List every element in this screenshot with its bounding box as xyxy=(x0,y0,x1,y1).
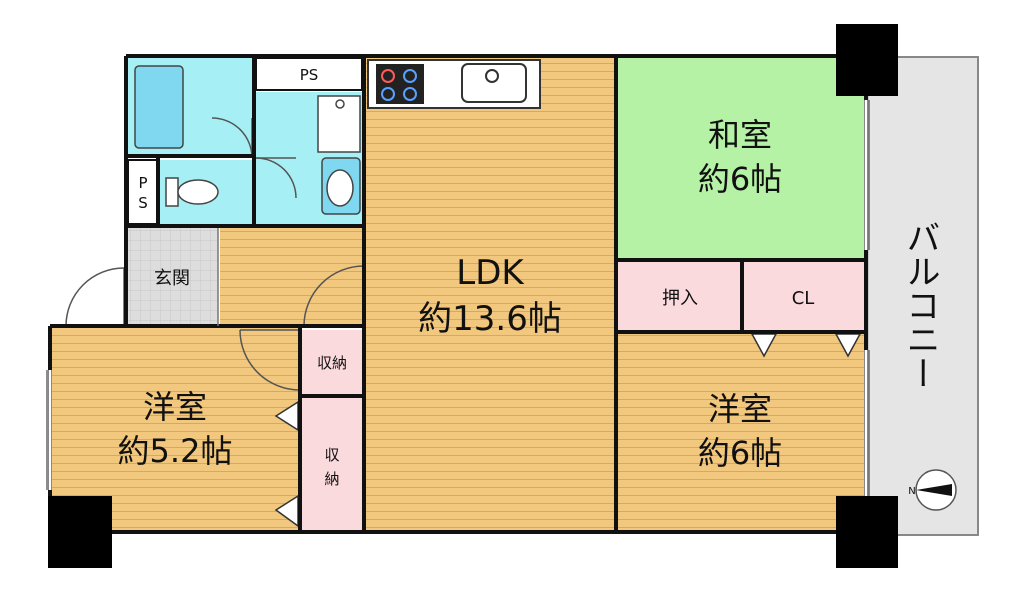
ps-top-box xyxy=(255,57,363,91)
closet-label: CL xyxy=(792,288,815,309)
oshiire-label: 押入 xyxy=(662,288,698,309)
genkan-label: 玄関 xyxy=(154,268,190,289)
washitsu-name-label: 和室 xyxy=(708,116,772,154)
shuno-lower-label-1: 収 xyxy=(324,446,339,464)
windows xyxy=(46,100,870,500)
ldk-size-label: 約13.6帖 xyxy=(418,299,562,339)
compass-icon xyxy=(915,469,957,511)
closet-area xyxy=(744,262,864,330)
shuno-upper-area xyxy=(302,330,362,394)
shuno-upper-label: 収納 xyxy=(317,354,347,372)
ldk-name-label: LDK xyxy=(456,253,525,293)
hallway-floor xyxy=(220,228,366,328)
bathtub xyxy=(134,65,184,149)
ldk-floor xyxy=(364,58,616,530)
toilet-bowl-icon xyxy=(177,179,219,205)
walls xyxy=(48,54,868,534)
oshiire-area xyxy=(618,262,740,330)
washitsu-floor xyxy=(618,58,866,258)
column-bottom-left xyxy=(48,496,112,568)
youshitsu-right-floor xyxy=(618,332,866,530)
sink-icon xyxy=(461,63,527,103)
youshitsu-left-size-label: 約5.2帖 xyxy=(118,432,233,470)
column-bottom-right xyxy=(836,496,898,568)
compass-north-letter: N xyxy=(908,486,915,497)
shuno-lower-area xyxy=(302,398,362,530)
youshitsu-right-name-label: 洋室 xyxy=(708,390,772,428)
balcony-label: バルコニー xyxy=(900,220,940,390)
youshitsu-left-name-label: 洋室 xyxy=(143,388,207,426)
column-top-right xyxy=(836,24,898,96)
ps-side-box xyxy=(127,159,159,225)
ps-side-label-1: P xyxy=(138,174,147,192)
ps-top-label: PS xyxy=(300,66,319,84)
shuno-lower-label-2: 納 xyxy=(324,470,339,488)
washitsu-size-label: 約6帖 xyxy=(698,160,782,198)
youshitsu-right-size-label: 約6帖 xyxy=(698,434,782,472)
genkan-floor xyxy=(128,228,218,328)
balcony-area xyxy=(865,56,979,536)
toilet-tank-icon xyxy=(165,177,179,207)
ps-side-label-2: S xyxy=(138,194,148,212)
washing-machine-pan xyxy=(317,95,361,153)
